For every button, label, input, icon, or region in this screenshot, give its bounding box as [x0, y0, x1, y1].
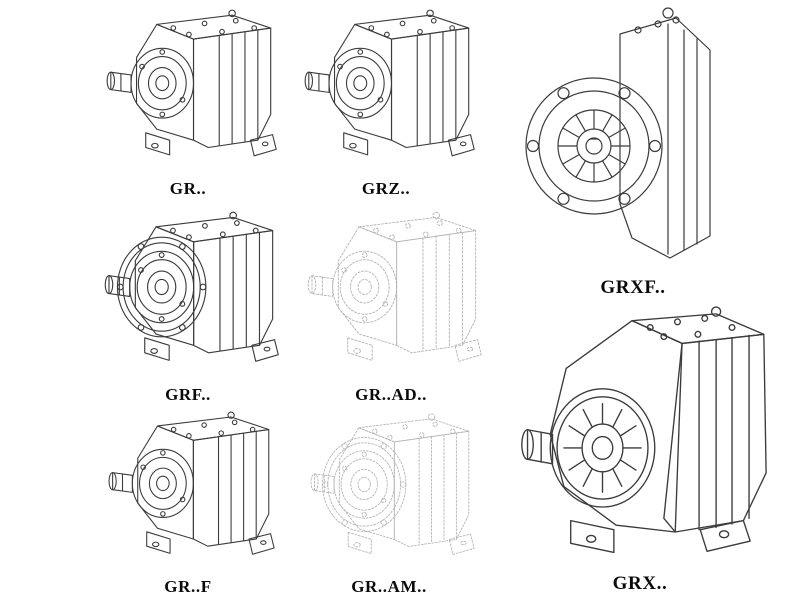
- figure-grf: GRF..: [88, 208, 288, 408]
- figure-label-gr: GR..: [169, 179, 207, 198]
- figure-grff: GR..F: [90, 408, 286, 600]
- figure-label-grff: GR..F: [164, 577, 212, 596]
- figure-grz: GRZ..: [288, 6, 484, 202]
- figure-grx: GRX..: [498, 302, 782, 596]
- figure-grad: GR..AD..: [290, 208, 492, 408]
- grx-gearbox-drawing: [521, 306, 767, 554]
- grad-gearbox-drawing: [307, 211, 482, 362]
- grxf-gearbox-drawing: [525, 7, 711, 259]
- figure-label-grx: GRX..: [612, 573, 668, 594]
- grff-gearbox-drawing: [108, 411, 275, 555]
- figure-label-gram: GR..AM..: [351, 577, 427, 596]
- gram-gearbox-drawing: [288, 410, 490, 574]
- figure-label-grz: GRZ..: [361, 179, 411, 198]
- grz-gearbox-drawing: [304, 9, 475, 157]
- gr-gearbox-drawing: [106, 9, 277, 157]
- figure-gr: GR..: [90, 6, 286, 202]
- figure-label-grxf: GRXF..: [600, 277, 666, 298]
- figure-label-grf: GRF..: [165, 385, 211, 404]
- figure-label-grad: GR..AD..: [355, 385, 427, 404]
- figure-gram: GR..AM..: [288, 410, 490, 600]
- grf-gearbox-drawing: [88, 208, 288, 382]
- figure-grxf: GRXF..: [498, 4, 768, 300]
